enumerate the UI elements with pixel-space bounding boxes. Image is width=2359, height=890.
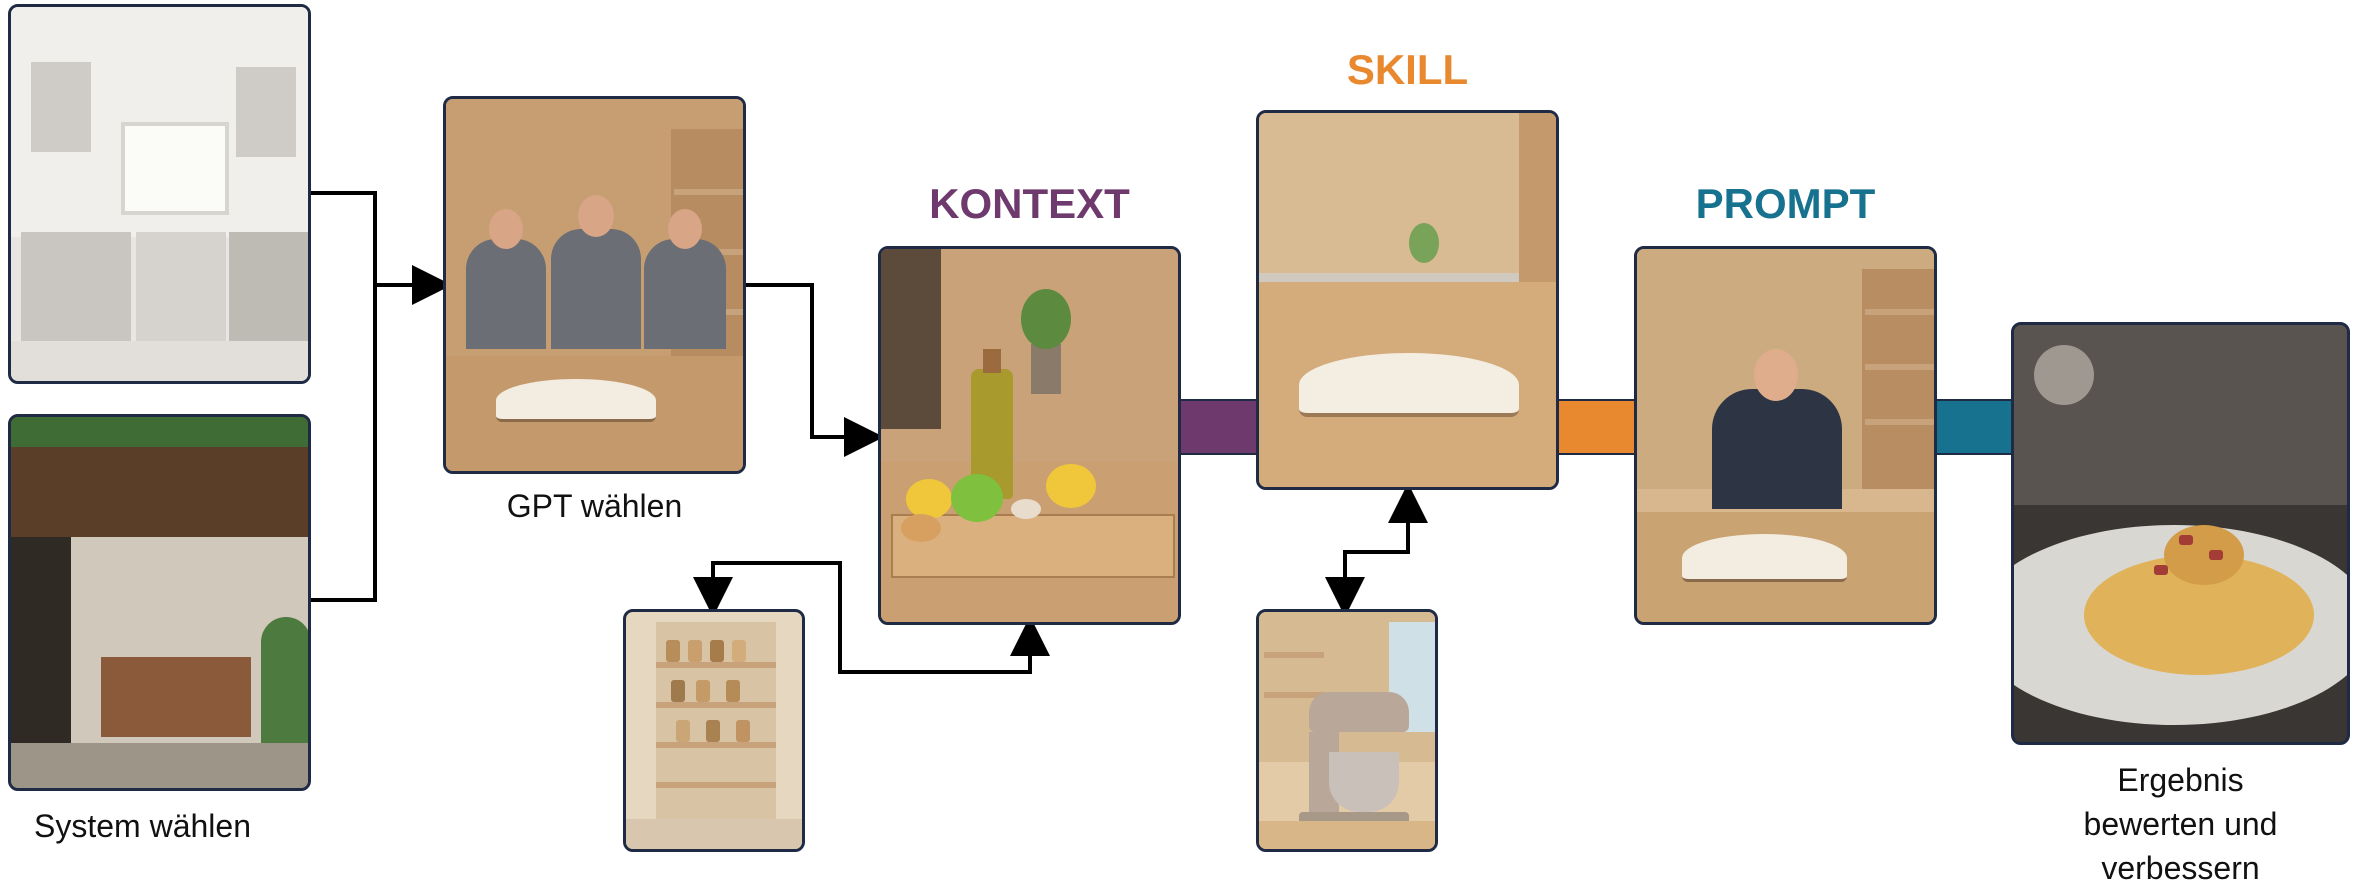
pasta-dish-photo: [2011, 322, 2350, 745]
system-label: System wählen: [34, 808, 251, 844]
connector-kitchen-bottom: [310, 285, 377, 602]
indoor-kitchen-photo: [8, 4, 311, 384]
open-book-photo: [1256, 110, 1559, 490]
result-label-line-3: verbessern: [2101, 850, 2260, 886]
three-chefs-photo: [443, 96, 746, 474]
stand-mixer-photo: [1256, 609, 1438, 852]
ingredients-photo: [878, 246, 1181, 625]
skill-heading: SKILL: [1346, 46, 1469, 93]
connector-skill-mixer: [1325, 495, 1410, 617]
context-heading: KONTEXT: [929, 180, 1130, 227]
connector-gpt-to-context: [746, 283, 884, 457]
prompt-heading: PROMPT: [1695, 180, 1876, 227]
cook-with-book-photo: [1634, 246, 1937, 625]
result-label-line-2: bewerten und: [2083, 806, 2278, 842]
outdoor-kitchen-photo: [8, 414, 311, 791]
gpt-label: GPT wählen: [506, 488, 683, 524]
result-label-line-1: Ergebnis: [2117, 762, 2244, 798]
result-label: Ergebnis bewerten und verbessern: [2011, 758, 2350, 890]
pantry-photo: [623, 609, 805, 852]
connector-kitchen-top: [310, 191, 377, 285]
